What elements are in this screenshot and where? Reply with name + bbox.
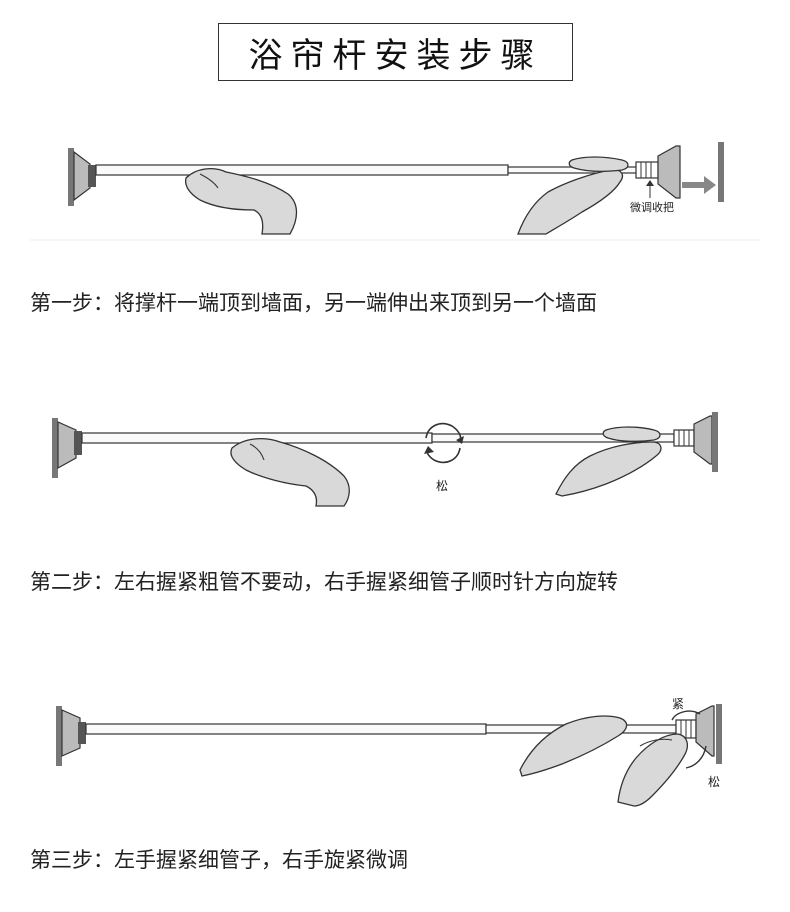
hand-icon bbox=[617, 733, 689, 807]
loosen-annotation: 松 bbox=[708, 775, 720, 789]
rotate-arrow-icon bbox=[685, 745, 707, 769]
step1-illustration: 微调收把 bbox=[30, 142, 760, 241]
step3-caption: 第三步：左手握紧细管子，右手旋紧微调 bbox=[30, 848, 408, 872]
rotate-arrow-icon bbox=[426, 447, 461, 464]
left-wall bbox=[68, 148, 74, 206]
hand-icon bbox=[230, 437, 350, 507]
right-wall bbox=[716, 704, 722, 764]
adjust-annotation: 微调收把 bbox=[630, 200, 674, 214]
loosen-annotation: 松 bbox=[436, 479, 448, 493]
thick-tube bbox=[85, 723, 487, 735]
hand-icon bbox=[519, 715, 628, 777]
thick-tube bbox=[95, 164, 509, 176]
step2-illustration: 松 bbox=[52, 412, 718, 507]
rotate-arrow-icon bbox=[425, 422, 462, 441]
suction-cup-icon bbox=[693, 415, 713, 465]
suction-cup-icon bbox=[657, 145, 681, 199]
right-wall bbox=[718, 142, 724, 202]
step3-illustration: 紧 松 bbox=[56, 697, 722, 807]
rotate-arrow-icon bbox=[671, 710, 701, 721]
suction-cup-icon bbox=[61, 709, 81, 757]
suction-cup-icon bbox=[73, 150, 91, 202]
hand-icon bbox=[555, 441, 662, 497]
adjust-knob bbox=[635, 161, 659, 179]
push-arrow-icon bbox=[682, 176, 716, 194]
page-title: 浴帘杆安装步骤 bbox=[218, 23, 573, 81]
hand-icon bbox=[184, 167, 298, 235]
tighten-annotation: 紧 bbox=[672, 697, 684, 711]
suction-cup-icon bbox=[57, 421, 77, 470]
left-wall bbox=[52, 418, 58, 478]
right-wall bbox=[712, 412, 718, 472]
hand-icon bbox=[517, 168, 624, 235]
step1-caption: 第一步：将撑杆一端顶到墙面，另一端伸出来顶到另一个墙面 bbox=[30, 291, 597, 315]
suction-cup-icon bbox=[695, 705, 715, 757]
step2-caption: 第二步：左右握紧粗管不要动，右手握紧细管子顺时针方向旋转 bbox=[30, 570, 618, 594]
left-wall bbox=[56, 706, 62, 766]
